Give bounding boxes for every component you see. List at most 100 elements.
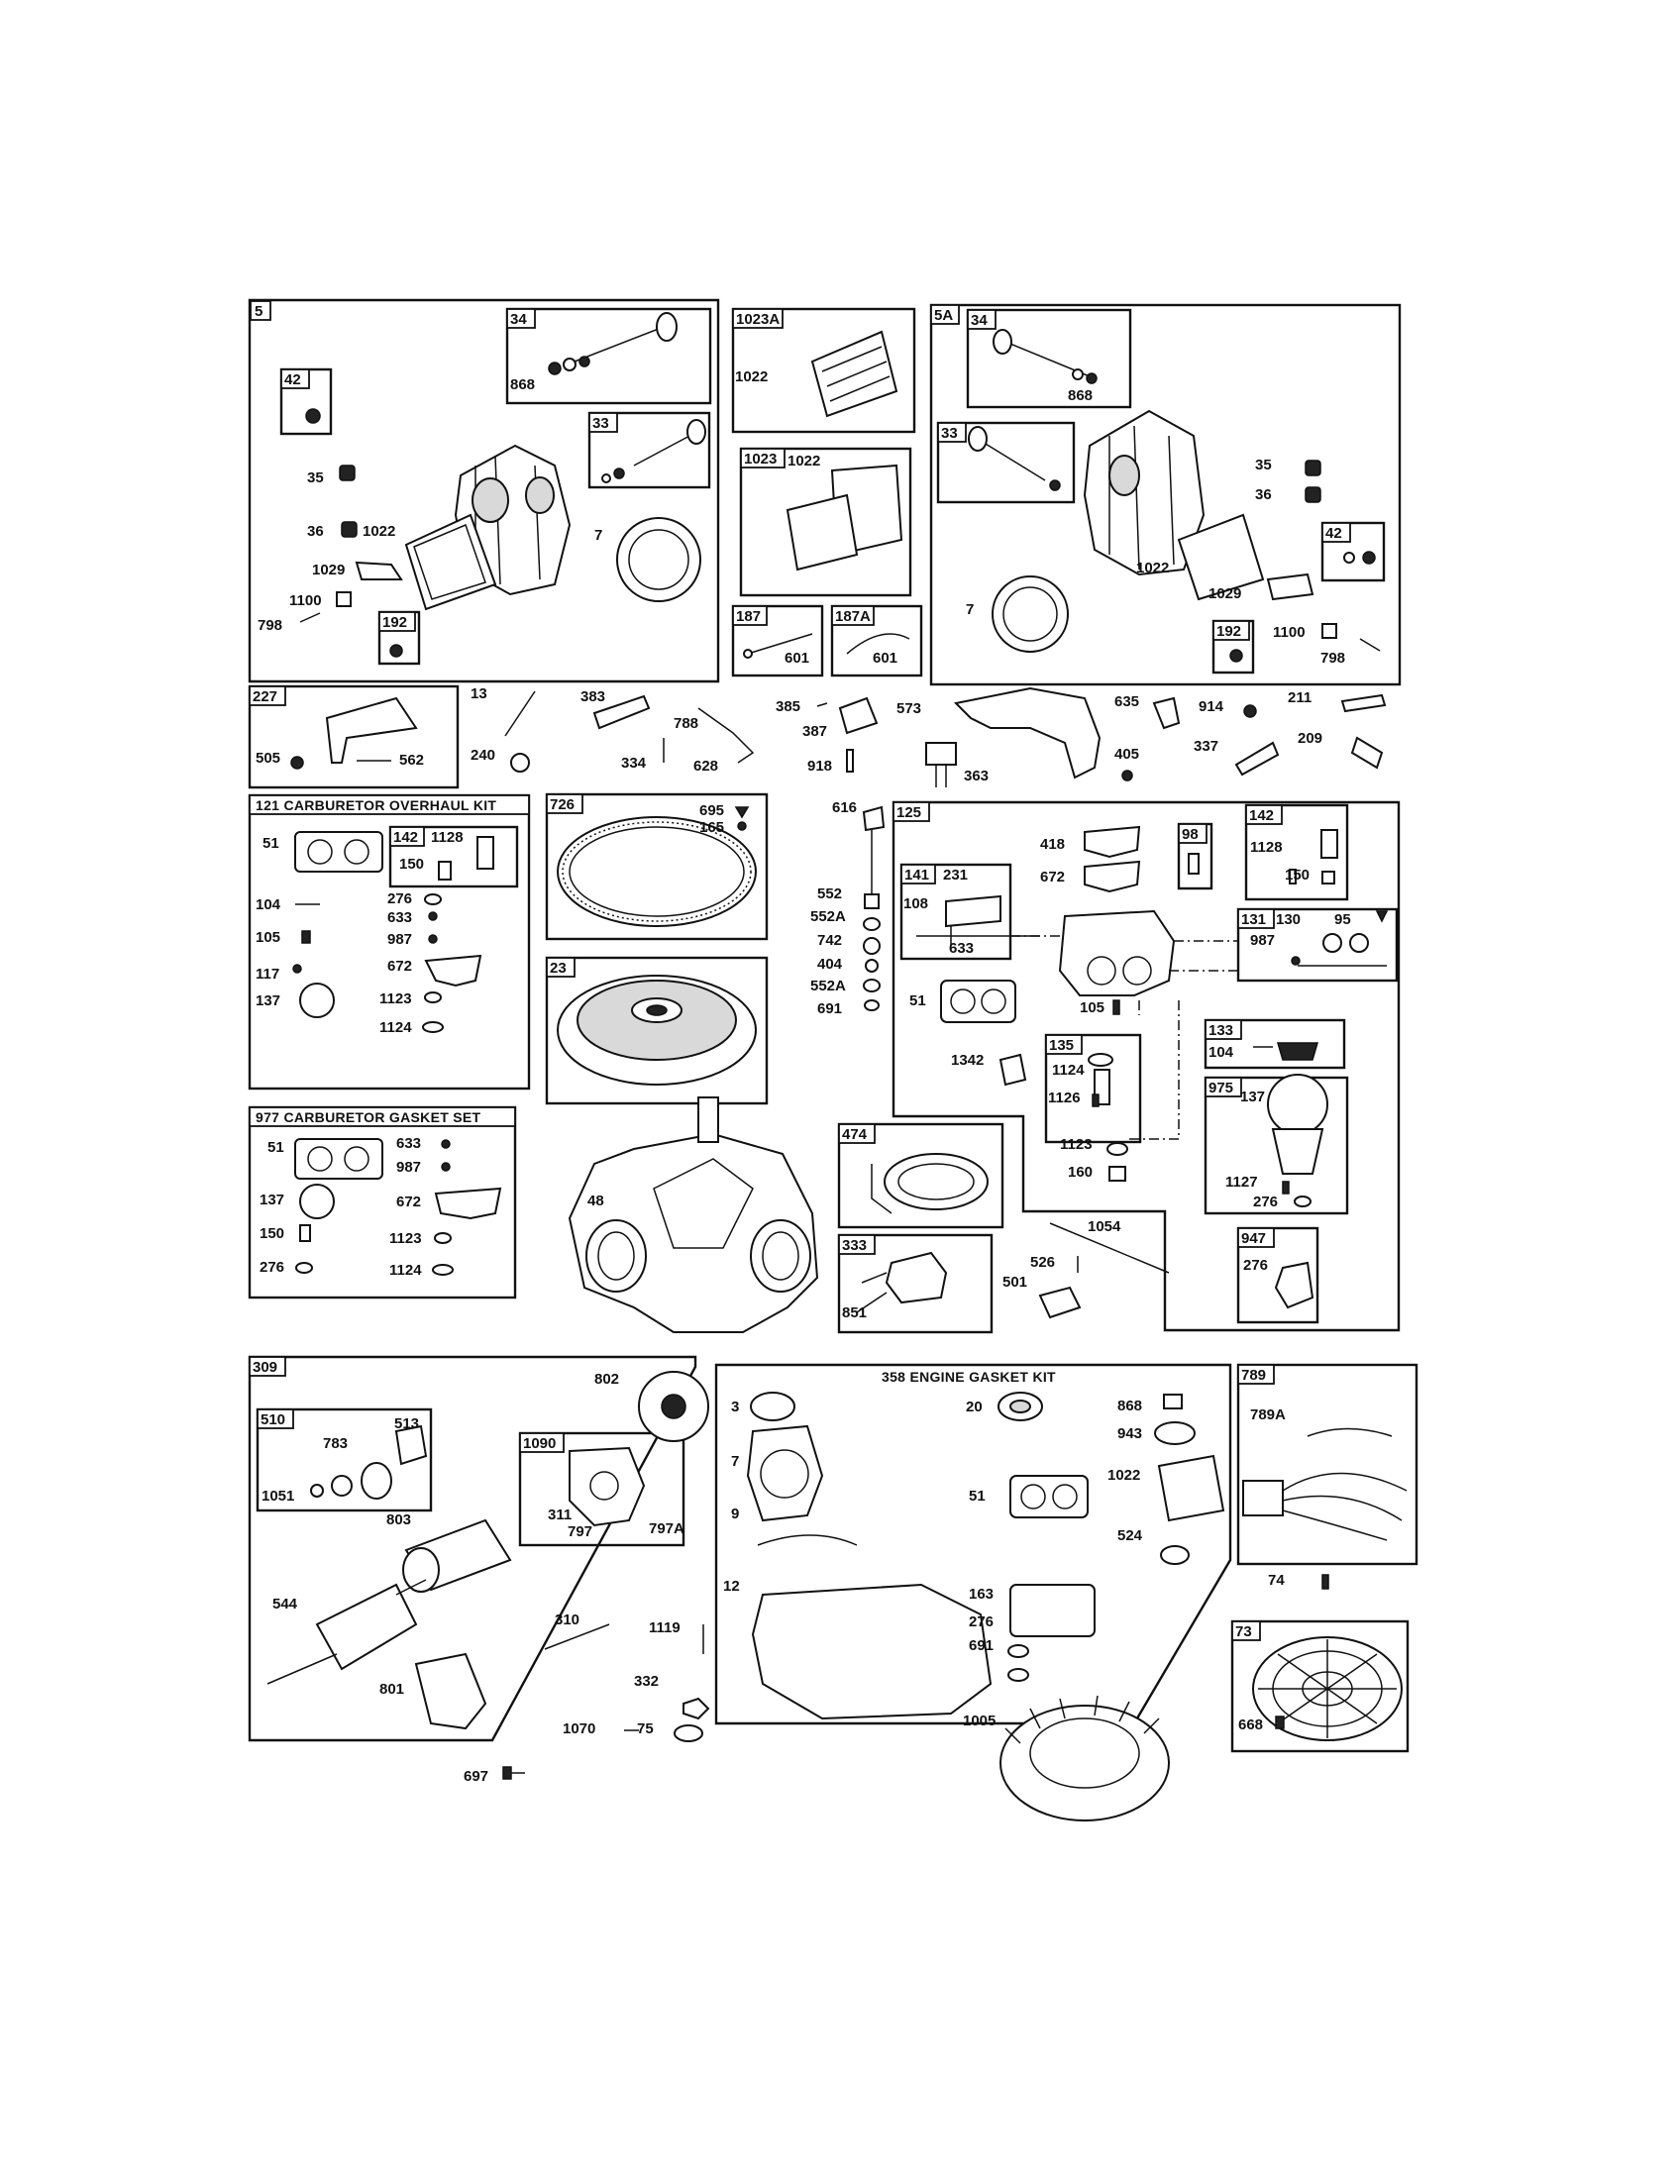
part-label: 405 (1114, 746, 1139, 763)
part-label: 51 (909, 992, 926, 1009)
part-label: 20 (966, 1399, 983, 1415)
part-label: 1127 (1225, 1174, 1258, 1191)
cylinder-head-5A (1083, 409, 1206, 576)
part-label: 513 (394, 1415, 419, 1432)
frame-141 (899, 863, 1012, 961)
part-label: 573 (896, 700, 921, 717)
frame-975 (1204, 1076, 1349, 1215)
part-label: 798 (258, 617, 282, 634)
part-label: 404 (817, 956, 843, 973)
part-label: 1051 (262, 1488, 294, 1505)
part-label: 209 (1298, 730, 1322, 747)
part-label: 95 (1334, 911, 1351, 928)
group-tag: 42 (284, 371, 301, 388)
part-label: 544 (272, 1596, 298, 1612)
part-label: 276 (969, 1613, 994, 1630)
part-label: 1022 (363, 523, 395, 540)
part-label: 211 (1288, 689, 1312, 706)
coil-333 (885, 1251, 948, 1304)
frame-510 (256, 1407, 433, 1512)
group-tag: 474 (842, 1126, 868, 1143)
part-label: 501 (1002, 1274, 1027, 1291)
part-label: 742 (817, 932, 842, 949)
frame-33a (587, 411, 711, 489)
part-label: 12 (723, 1578, 740, 1595)
part-label: 160 (1068, 1164, 1093, 1181)
part-label: 987 (396, 1159, 421, 1176)
frame-789 (1236, 1363, 1418, 1566)
ring-gear-726 (557, 816, 757, 927)
frame-227 (248, 684, 460, 789)
part-label: 104 (256, 896, 281, 913)
part-label: 1124 (1052, 1062, 1085, 1079)
armature-544 (315, 1583, 418, 1671)
part-label: 628 (693, 758, 718, 775)
part-label: 35 (307, 469, 324, 486)
part-label: 48 (587, 1193, 604, 1209)
part-label: 137 (256, 992, 280, 1009)
part-label: 1100 (289, 592, 322, 609)
part-label: 130 (1276, 911, 1301, 928)
group-tag: 125 (896, 804, 921, 821)
part-label: 562 (399, 752, 424, 769)
part-label: 868 (1117, 1398, 1142, 1414)
part-label: 1126 (1048, 1090, 1081, 1106)
blower-fan-1005 (999, 1705, 1170, 1821)
part-label: 1119 (649, 1619, 681, 1636)
part-label: 691 (817, 1000, 842, 1017)
part-label: 1128 (431, 829, 464, 846)
carburetor-125 (1058, 909, 1176, 996)
group-tag: 142 (1249, 807, 1274, 824)
part-label: 868 (1068, 387, 1093, 404)
part-label: 337 (1194, 738, 1218, 755)
frame-187 (731, 604, 824, 677)
part-label: 552 (817, 885, 842, 902)
frame-131 (1236, 907, 1399, 983)
part-label: 36 (1255, 486, 1272, 503)
part-label: 695 (699, 802, 724, 819)
part-label: 51 (969, 1488, 986, 1505)
part-label: 105 (1080, 999, 1104, 1016)
frame-1090 (518, 1431, 685, 1547)
crankcase-gasket-12 (751, 1583, 993, 1720)
valve-34a (574, 326, 665, 363)
group-tag: 187 (736, 608, 761, 625)
part-label: 105 (256, 929, 280, 946)
drive-513 (394, 1424, 428, 1466)
group-tag: 23 (550, 960, 567, 977)
part-label: 918 (807, 758, 832, 775)
part-label: 35 (1255, 457, 1272, 473)
part-label: 36 (307, 523, 324, 540)
group-tag: 187A (835, 608, 871, 625)
frame-73 (1230, 1619, 1410, 1753)
part-label: 276 (260, 1259, 284, 1276)
part-label: 1070 (563, 1720, 595, 1737)
bracket-1090 (569, 1446, 646, 1527)
part-label: 987 (387, 931, 412, 948)
group-tag: 1023A (736, 311, 780, 328)
group-title: 977 CARBURETOR GASKET SET (256, 1109, 481, 1125)
frame-1023A (731, 307, 916, 434)
part-label: 1123 (379, 990, 412, 1007)
part-label: 801 (379, 1681, 404, 1698)
group-tag: 333 (842, 1237, 867, 1254)
part-label: 601 (873, 650, 897, 667)
part-label: 418 (1040, 836, 1065, 853)
frame-42b (1320, 521, 1386, 582)
part-label: 1029 (1208, 585, 1241, 602)
part-label: 788 (674, 715, 698, 732)
group-tag: 33 (592, 415, 609, 432)
part-label: 1005 (963, 1713, 996, 1729)
part-label: 7 (594, 527, 602, 544)
part-label: 7 (731, 1453, 739, 1470)
group-tag: 1023 (744, 451, 777, 468)
part-label: 150 (399, 856, 424, 873)
end-cap-801 (414, 1652, 487, 1730)
part-label: 137 (260, 1192, 284, 1208)
part-label: 797 (568, 1523, 592, 1540)
part-label: 51 (262, 835, 279, 852)
group-title: 121 CARBURETOR OVERHAUL KIT (256, 797, 496, 813)
part-label: 1342 (951, 1052, 984, 1069)
group-tag: 98 (1182, 826, 1199, 843)
